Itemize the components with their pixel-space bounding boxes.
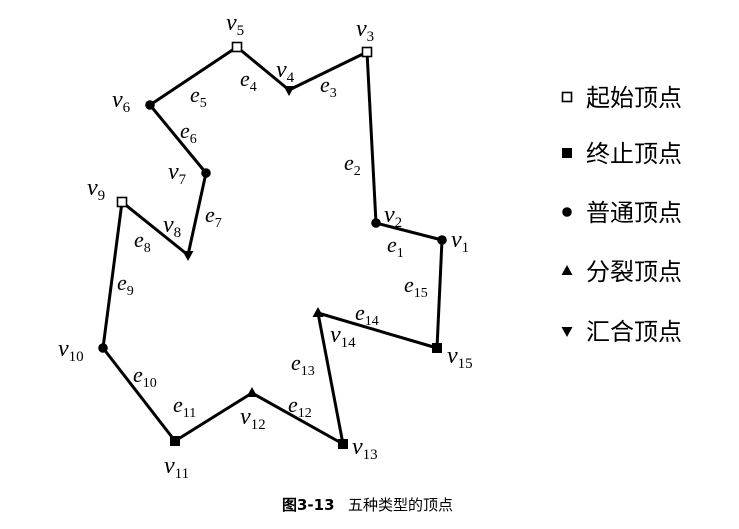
vertex-marker-v13 [338, 439, 348, 449]
edge-label-e13: e13 [291, 350, 315, 379]
vertex-marker-v6 [145, 100, 155, 110]
filled-circle-icon [562, 207, 572, 217]
edge-label-e15: e15 [404, 272, 428, 301]
edge-e7 [186, 172, 208, 256]
up-triangle-icon [561, 265, 573, 275]
vertex-marker-v2 [371, 218, 381, 228]
edge-label-e11: e11 [173, 392, 196, 421]
legend-label-split: 分裂顶点 [586, 258, 682, 286]
edge-e1 [375, 221, 443, 242]
vertex-label-v12: v12 [240, 404, 266, 433]
edge-label-e8: e8 [134, 227, 151, 256]
vertex-marker-v15 [432, 343, 442, 353]
edge-label-e5: e5 [190, 82, 207, 111]
down-triangle-icon [561, 327, 573, 337]
vertex-marker-v1 [437, 235, 447, 245]
edge-label-e1: e1 [387, 232, 404, 261]
vertex-label-v5: v5 [226, 10, 244, 39]
legend-item-merge: 汇合顶点 [561, 318, 682, 346]
edge-e9 [101, 201, 124, 349]
vertex-label-v10: v10 [58, 336, 84, 365]
vertex-label-v3: v3 [356, 16, 374, 45]
figure-title: 五种类型的顶点 [348, 496, 453, 514]
vertex-marker-v3 [361, 46, 373, 58]
vertex-label-v2: v2 [384, 202, 402, 231]
edge-label-e4: e4 [240, 66, 257, 95]
hollow-square-icon [561, 91, 573, 103]
vertex-marker-v12 [246, 387, 258, 397]
edge-e6 [148, 104, 208, 174]
edge-e14 [317, 311, 438, 350]
vertex-marker-v7 [201, 168, 211, 178]
legend-item-start: 起始顶点 [561, 84, 682, 112]
legend-item-split: 分裂顶点 [561, 258, 682, 286]
legend-label-end: 终止顶点 [586, 140, 682, 168]
edge-label-e10: e10 [133, 362, 157, 391]
vertex-marker-v5 [231, 41, 243, 53]
edge-e15 [435, 239, 444, 349]
vertex-label-v8: v8 [163, 212, 181, 241]
edge-label-e2: e2 [344, 150, 361, 179]
edge-label-e3: e3 [320, 72, 337, 101]
vertex-marker-v14 [312, 307, 324, 317]
edge-label-e12: e12 [288, 392, 312, 421]
vertex-label-v9: v9 [87, 175, 105, 204]
edge-label-e14: e14 [355, 300, 379, 329]
edge-e10 [101, 347, 177, 442]
vertex-marker-v10 [98, 343, 108, 353]
vertex-markers [98, 41, 447, 449]
legend-label-regular: 普通顶点 [586, 199, 682, 227]
figure-caption: 图3-13 五种类型的顶点 [282, 496, 453, 514]
edge-e4 [236, 45, 290, 92]
edge-e11 [174, 391, 253, 443]
vertex-label-v4: v4 [276, 57, 295, 86]
vertex-labels: v1 v2 v3 v4 v5 v6 v7 v8 v9 v10 v11 v12 v13 v14 v15 [58, 10, 473, 482]
vertex-label-v7: v7 [168, 159, 187, 188]
edge-label-e6: e6 [180, 118, 197, 147]
legend-label-merge: 汇合顶点 [586, 318, 682, 346]
vertex-marker-v8 [182, 251, 194, 261]
vertex-marker-v11 [170, 436, 180, 446]
edge-e5 [149, 45, 238, 107]
vertex-label-v14: v14 [330, 322, 356, 351]
legend-item-regular: 普通顶点 [562, 199, 682, 227]
legend-label-start: 起始顶点 [586, 84, 682, 112]
edge-e12 [251, 391, 344, 446]
vertex-label-v15: v15 [447, 343, 473, 372]
figure-number: 图3-13 [282, 496, 335, 514]
edge-e3 [288, 50, 368, 92]
vertex-label-v6: v6 [112, 87, 131, 116]
vertex-label-v1: v1 [451, 227, 469, 256]
edge-e2 [365, 51, 378, 224]
edge-e8 [121, 200, 189, 257]
vertex-label-v11: v11 [164, 453, 189, 482]
polygon-edges [101, 45, 444, 446]
vertex-marker-v9 [116, 196, 128, 208]
legend-item-end: 终止顶点 [562, 140, 682, 168]
edge-e13 [316, 312, 345, 445]
filled-square-icon [562, 148, 572, 158]
edge-label-e7: e7 [205, 202, 222, 231]
vertex-marker-v4 [283, 86, 295, 96]
vertex-label-v13: v13 [352, 434, 378, 463]
edge-label-e9: e9 [117, 270, 134, 299]
